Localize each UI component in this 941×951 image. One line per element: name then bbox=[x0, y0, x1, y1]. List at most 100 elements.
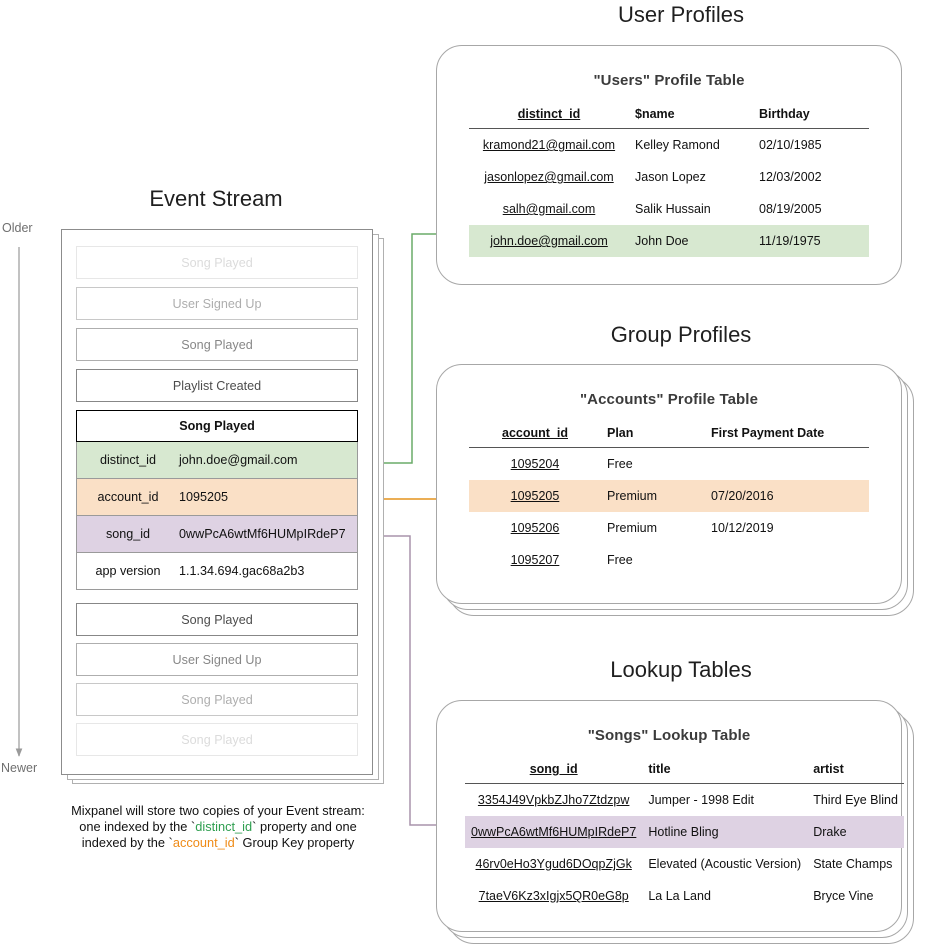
lookup-tables-title: Lookup Tables bbox=[610, 657, 752, 682]
table-header-row: song_id title artist bbox=[465, 758, 904, 784]
event-stream-card: Song Played User Signed Up Song Played P… bbox=[61, 229, 373, 775]
event-item[interactable]: Song Played bbox=[76, 246, 358, 279]
event-stream-title: Event Stream bbox=[149, 186, 283, 211]
accounts-profile-table: account_id Plan First Payment Date 10952… bbox=[469, 422, 869, 576]
cell-plan: Free bbox=[607, 553, 633, 567]
cell-first-payment-date bbox=[705, 544, 869, 576]
selected-event-card[interactable]: Song Played distinct_id john.doe@gmail.c… bbox=[76, 410, 358, 590]
songs-lookup-table: song_id title artist 3354J49VpkbZJho7Ztd… bbox=[465, 758, 904, 912]
cell-artist: Bryce Vine bbox=[813, 889, 874, 903]
cell-first-payment-date bbox=[705, 448, 869, 481]
column-header-artist: artist bbox=[807, 758, 904, 784]
cell-birthday: 11/19/1975 bbox=[753, 225, 869, 257]
cell-title: La La Land bbox=[648, 889, 711, 903]
caption-line-3-pre: indexed by the ` bbox=[81, 835, 173, 850]
table-row[interactable]: 46rv0eHo3Ygud6DOqpZjGk Elevated (Acousti… bbox=[465, 848, 904, 880]
user-profiles-title: User Profiles bbox=[618, 2, 744, 27]
column-header-account-id: account_id bbox=[469, 422, 601, 448]
column-header-name: $name bbox=[629, 103, 753, 129]
event-property-row-distinct-id[interactable]: distinct_id john.doe@gmail.com bbox=[76, 442, 358, 479]
cell-name: Jason Lopez bbox=[635, 170, 706, 184]
property-value: 1095205 bbox=[179, 490, 229, 504]
group-profiles-title: Group Profiles bbox=[610, 322, 752, 347]
cell-song-id: 3354J49VpkbZJho7Ztdzpw bbox=[477, 793, 630, 807]
cell-distinct-id: kramond21@gmail.com bbox=[482, 138, 616, 152]
table-row[interactable]: jasonlopez@gmail.com Jason Lopez 12/03/2… bbox=[469, 161, 869, 193]
event-property-row-app-version[interactable]: app version 1.1.34.694.gac68a2b3 bbox=[76, 553, 358, 590]
cell-account-id: 1095206 bbox=[510, 521, 560, 535]
cell-birthday: 12/03/2002 bbox=[759, 170, 822, 184]
cell-title: Jumper - 1998 Edit bbox=[648, 793, 754, 807]
table-row[interactable]: 1095204 Free bbox=[469, 448, 869, 481]
diagram-caption: Mixpanel will store two copies of your E… bbox=[28, 803, 408, 851]
cell-title: Hotline Bling bbox=[642, 816, 808, 848]
event-property-row-song-id[interactable]: song_id 0wwPcA6wtMf6HUMpIRdeP7 bbox=[76, 516, 358, 553]
cell-account-id: 1095207 bbox=[510, 553, 560, 567]
caption-line-2-post: ` property and one bbox=[252, 819, 357, 834]
table-header-row: account_id Plan First Payment Date bbox=[469, 422, 869, 448]
property-value: john.doe@gmail.com bbox=[179, 453, 298, 467]
users-profile-panel: "Users" Profile Table distinct_id $name … bbox=[436, 45, 902, 285]
cell-title: Elevated (Acoustic Version) bbox=[648, 857, 802, 871]
accounts-profile-panel: "Accounts" Profile Table account_id Plan… bbox=[436, 364, 902, 604]
table-row[interactable]: 3354J49VpkbZJho7Ztdzpw Jumper - 1998 Edi… bbox=[465, 784, 904, 817]
table-row[interactable]: kramond21@gmail.com Kelley Ramond 02/10/… bbox=[469, 129, 869, 162]
cell-distinct-id: john.doe@gmail.com bbox=[469, 225, 629, 257]
cell-first-payment-date: 10/12/2019 bbox=[711, 521, 774, 535]
selected-event-name: Song Played bbox=[76, 410, 358, 442]
table-header-row: distinct_id $name Birthday bbox=[469, 103, 869, 129]
cell-song-id: 7taeV6Kz3xIgjx5QR0eG8p bbox=[478, 889, 629, 903]
event-item[interactable]: Song Played bbox=[76, 683, 358, 716]
property-key: app version bbox=[95, 564, 161, 578]
accounts-table-title: "Accounts" Profile Table bbox=[579, 391, 759, 408]
column-header-first-payment-date: First Payment Date bbox=[705, 422, 869, 448]
cell-plan: Premium bbox=[607, 521, 658, 535]
cell-distinct-id: salh@gmail.com bbox=[502, 202, 596, 216]
accounts-panel-wrap: "Accounts" Profile Table account_id Plan… bbox=[436, 364, 914, 616]
axis-label-older: Older bbox=[2, 221, 33, 235]
column-header-distinct-id: distinct_id bbox=[469, 103, 629, 129]
songs-lookup-panel: "Songs" Lookup Table song_id title artis… bbox=[436, 700, 904, 932]
caption-token-account-id: account_id bbox=[172, 835, 235, 850]
cell-name: Salik Hussain bbox=[635, 202, 711, 216]
event-item[interactable]: Song Played bbox=[76, 328, 358, 361]
property-key: distinct_id bbox=[99, 453, 156, 467]
users-panel-wrap: "Users" Profile Table distinct_id $name … bbox=[436, 45, 902, 285]
caption-line-3-post: ` Group Key property bbox=[234, 835, 355, 850]
column-header-song-id: song_id bbox=[465, 758, 643, 784]
caption-token-distinct-id: distinct_id bbox=[195, 819, 253, 834]
cell-distinct-id: jasonlopez@gmail.com bbox=[484, 170, 614, 184]
cell-song-id: 0wwPcA6wtMf6HUMpIRdeP7 bbox=[465, 816, 643, 848]
cell-account-id: 1095204 bbox=[510, 457, 560, 471]
event-item[interactable]: User Signed Up bbox=[76, 643, 358, 676]
event-item[interactable]: Playlist Created bbox=[76, 369, 358, 402]
event-property-row-account-id[interactable]: account_id 1095205 bbox=[76, 479, 358, 516]
event-item[interactable]: User Signed Up bbox=[76, 287, 358, 320]
table-row-highlighted[interactable]: 1095205 Premium 07/20/2016 bbox=[469, 480, 869, 512]
property-key: song_id bbox=[105, 527, 151, 541]
cell-artist: Drake bbox=[807, 816, 904, 848]
cell-account-id: 1095205 bbox=[469, 480, 601, 512]
table-row-highlighted[interactable]: john.doe@gmail.com John Doe 11/19/1975 bbox=[469, 225, 869, 257]
table-row[interactable]: 7taeV6Kz3xIgjx5QR0eG8p La La Land Bryce … bbox=[465, 880, 904, 912]
event-item[interactable]: Song Played bbox=[76, 603, 358, 636]
table-row[interactable]: salh@gmail.com Salik Hussain 08/19/2005 bbox=[469, 193, 869, 225]
caption-line-1: Mixpanel will store two copies of your E… bbox=[71, 803, 365, 818]
cell-plan: Premium bbox=[601, 480, 705, 512]
songs-table-title: "Songs" Lookup Table bbox=[587, 727, 751, 744]
cell-name: Kelley Ramond bbox=[635, 138, 720, 152]
songs-panel-wrap: "Songs" Lookup Table song_id title artis… bbox=[436, 700, 914, 944]
property-key: account_id bbox=[97, 490, 159, 504]
table-row[interactable]: 1095207 Free bbox=[469, 544, 869, 576]
cell-birthday: 08/19/2005 bbox=[759, 202, 822, 216]
users-profile-table: distinct_id $name Birthday kramond21@gma… bbox=[469, 103, 869, 257]
table-row-highlighted[interactable]: 0wwPcA6wtMf6HUMpIRdeP7 Hotline Bling Dra… bbox=[465, 816, 904, 848]
property-value: 1.1.34.694.gac68a2b3 bbox=[179, 564, 305, 578]
cell-song-id: 46rv0eHo3Ygud6DOqpZjGk bbox=[475, 857, 632, 871]
table-row[interactable]: 1095206 Premium 10/12/2019 bbox=[469, 512, 869, 544]
column-header-birthday: Birthday bbox=[753, 103, 869, 129]
event-item[interactable]: Song Played bbox=[76, 723, 358, 756]
cell-name: John Doe bbox=[629, 225, 753, 257]
property-value: 0wwPcA6wtMf6HUMpIRdeP7 bbox=[179, 527, 346, 541]
